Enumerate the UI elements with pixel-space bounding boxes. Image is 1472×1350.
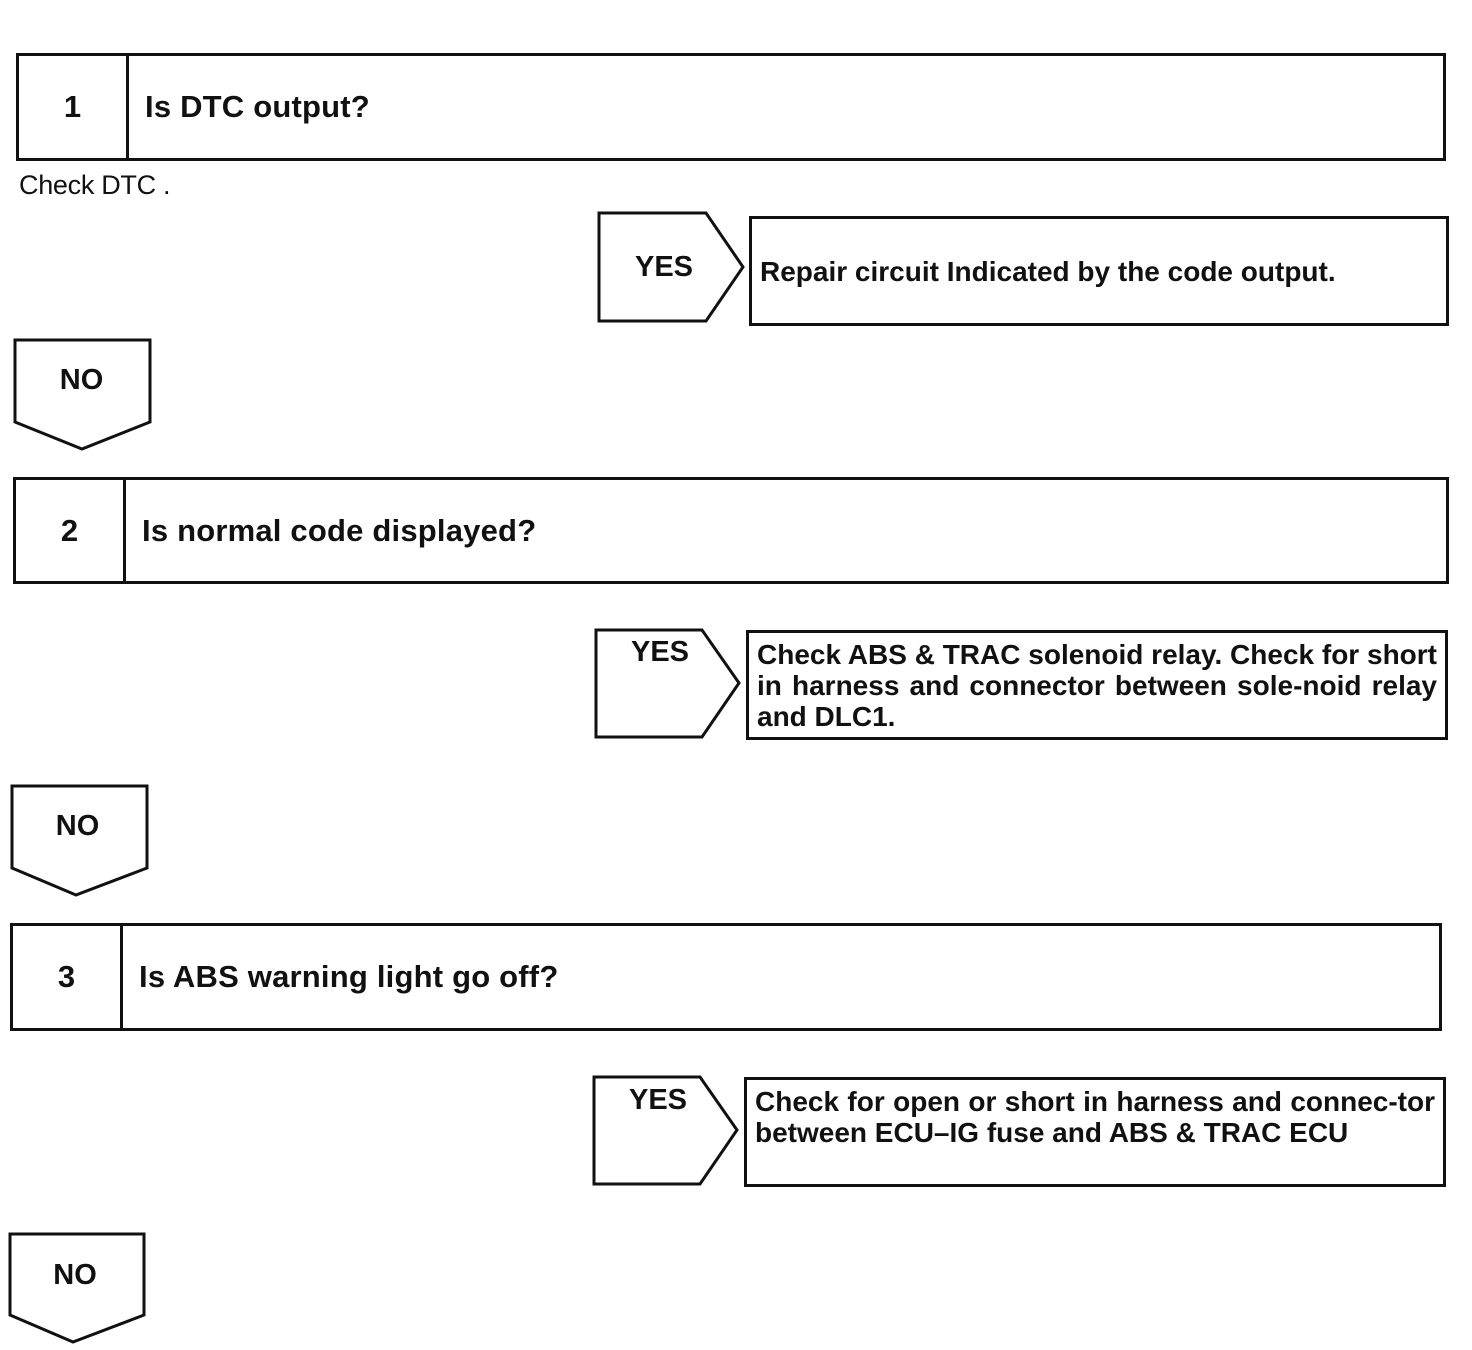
step-3-box: 3 Is ABS warning light go off? — [10, 923, 1442, 1031]
step-1-box: 1 Is DTC output? — [16, 53, 1446, 161]
step-3-yes-result: Check for open or short in harness and c… — [744, 1077, 1446, 1187]
step-2-no-label: NO — [55, 810, 100, 842]
step-3-question: Is ABS warning light go off? — [139, 959, 559, 994]
step-3-yes-arrow — [592, 1075, 739, 1186]
step-3-no-label: NO — [53, 1259, 97, 1291]
step-2-number: 2 — [16, 480, 126, 581]
step-3-yes-label: YES — [628, 1084, 688, 1116]
step-1-question: Is DTC output? — [145, 89, 370, 124]
step-1-yes-label: YES — [634, 251, 694, 283]
step-2-yes-result: Check ABS & TRAC solenoid relay. Check f… — [746, 630, 1448, 740]
step-2-no-arrow — [10, 784, 149, 897]
step-2-question: Is normal code displayed? — [142, 512, 537, 548]
step-1-no-arrow — [13, 338, 152, 451]
step-2-box: 2 Is normal code displayed? — [13, 477, 1449, 584]
step-1-yes-result: Repair circuit Indicated by the code out… — [749, 216, 1449, 326]
step-3-no-arrow — [8, 1232, 146, 1344]
step-1-number: 1 — [19, 56, 129, 158]
step-1-note: Check DTC . — [19, 170, 171, 200]
step-3-number: 3 — [13, 926, 123, 1028]
step-1-yes-arrow — [597, 211, 745, 323]
step-2-yes-arrow — [594, 628, 741, 739]
step-1-no-label: NO — [59, 364, 104, 396]
step-2-yes-label: YES — [630, 636, 690, 668]
